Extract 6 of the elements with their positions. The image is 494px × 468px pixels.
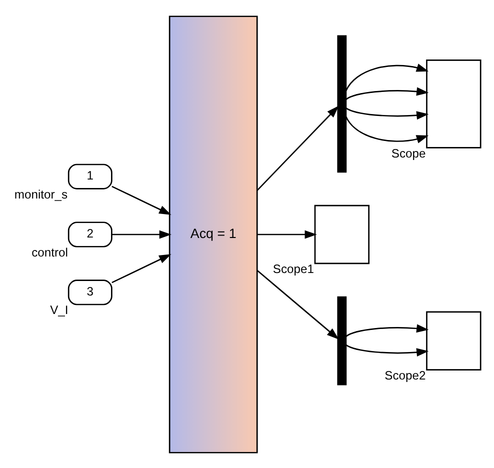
node-label: monitor_s: [14, 186, 68, 201]
node-label: Scope1: [272, 262, 314, 276]
node-label: Scope: [391, 146, 426, 160]
node-label: V_I: [50, 302, 68, 317]
node-label: control: [32, 244, 68, 259]
node-label: Scope2: [384, 368, 426, 382]
